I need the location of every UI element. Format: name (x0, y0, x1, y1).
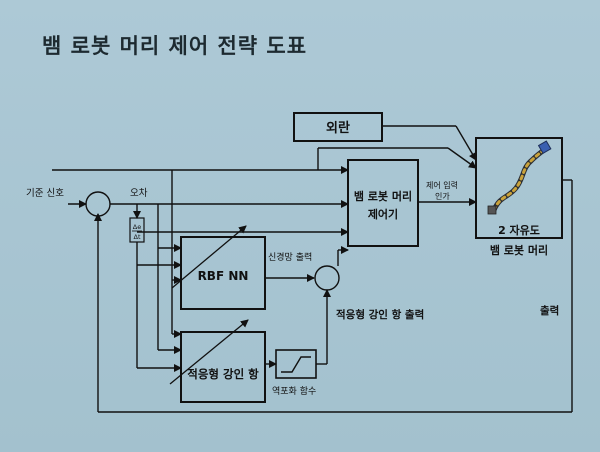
rbf-nn-label: RBF NN (198, 269, 249, 283)
rbf-nn-adjust-arrow (171, 225, 247, 289)
plant-label-line2: 뱀 로봇 머리 (490, 243, 548, 257)
snake-robot-icon (487, 140, 552, 215)
page-title: 뱀 로봇 머리 제어 전략 도표 (42, 34, 308, 58)
reference-label: 기준 신호 (26, 188, 64, 199)
controller-block (347, 159, 419, 247)
derivative-den: Δt (134, 233, 141, 241)
adaptive-output-label: 적응형 강인 항 출력 (336, 308, 424, 321)
plant-label-line1: 2 자유도 (498, 223, 540, 237)
saturation-curve-icon (281, 356, 311, 373)
disturbance-diag (455, 125, 477, 161)
summing-junction-nn (314, 265, 340, 291)
inverse-function-label: 역포화 함수 (272, 386, 316, 397)
plant-output-diag (447, 147, 477, 169)
disturbance-label: 외란 (326, 120, 350, 136)
derivative-block (129, 217, 145, 243)
disturbance-block (293, 112, 383, 142)
nn-output-label: 신경망 출력 (268, 251, 312, 263)
plant-block (475, 137, 563, 239)
adaptive-robust-block (180, 331, 266, 403)
summing-junction-main (85, 191, 111, 217)
control-input-label-line1: 제어 입력 (426, 180, 458, 190)
adaptive-robust-label: 적응형 강인 항 (187, 367, 259, 381)
controller-label-line2: 제어기 (368, 207, 398, 221)
derivative-num: Δe (133, 223, 141, 231)
output-label: 출력 (540, 304, 559, 317)
adaptive-adjust-arrow (169, 319, 249, 385)
controller-label-line1: 뱀 로봇 머리 (354, 189, 412, 203)
saturation-block (275, 349, 317, 379)
rbf-nn-block (180, 236, 266, 310)
control-input-label-line2: 인가 (435, 191, 450, 201)
error-label: 오차 (130, 187, 148, 199)
